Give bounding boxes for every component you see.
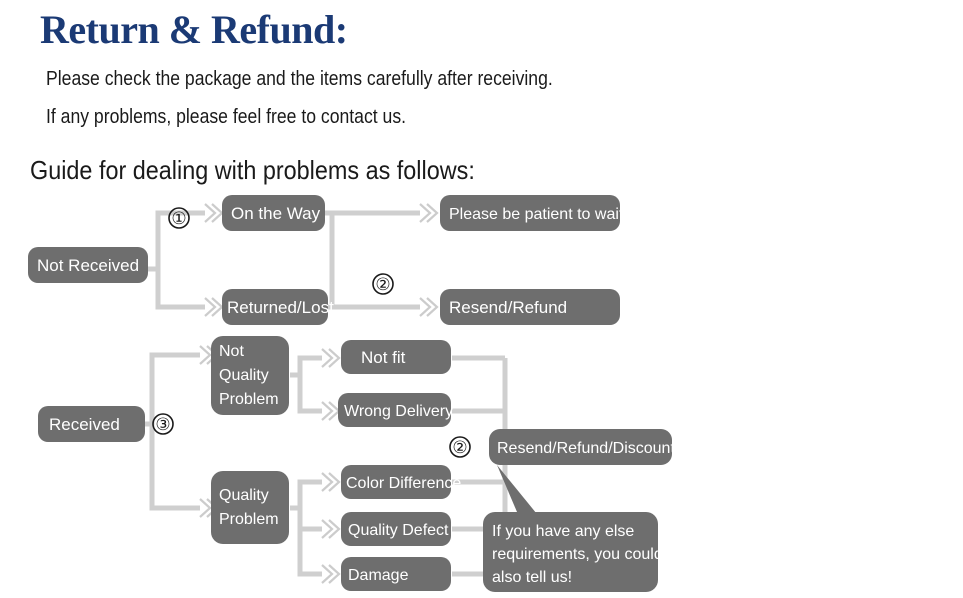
node-not-received-label: Not Received <box>37 256 139 275</box>
arrowhead-ontheway <box>204 203 224 223</box>
arrowhead-notfit <box>321 348 341 368</box>
node-please-be-patient-label: Please be patient to wait <box>449 206 624 223</box>
node-quality-problem-line2: Problem <box>219 511 279 528</box>
callout-bubble: If you have any else requirements, you c… <box>483 465 663 592</box>
node-resend-refund-discount-label: Resend/Refund/Discount <box>497 440 675 457</box>
intro-line-1: Please check the package and the items c… <box>46 68 553 90</box>
node-received-label: Received <box>49 415 120 434</box>
node-not-quality-problem[interactable]: Not Quality Problem <box>211 336 289 415</box>
node-please-be-patient[interactable]: Please be patient to wait <box>440 195 624 231</box>
connector-notquality-notfit <box>290 355 322 378</box>
arrowhead-returnedlost <box>204 297 224 317</box>
arrowhead-wrongdelivery <box>321 401 341 421</box>
callout-line-1: If you have any else <box>492 523 634 540</box>
callout-line-3: also tell us! <box>492 569 572 586</box>
node-wrong-delivery[interactable]: Wrong Delivery <box>338 393 453 427</box>
node-color-difference[interactable]: Color Difference <box>341 465 461 499</box>
arrowhead-qualitydefect <box>321 519 341 539</box>
connector-quality-damage <box>297 529 322 577</box>
node-not-quality-problem-line1: Not <box>219 343 244 360</box>
step-marker-two-top: ② <box>372 273 394 295</box>
connector-quality-qualitydefect <box>297 508 322 532</box>
step-marker-two-right-label: ② <box>452 438 467 457</box>
node-not-quality-problem-line2: Quality <box>219 367 269 384</box>
node-wrong-delivery-label: Wrong Delivery <box>344 403 453 420</box>
node-returned-lost-label: Returned/Lost <box>227 298 334 317</box>
node-resend-refund[interactable]: Resend/Refund <box>440 289 620 325</box>
node-on-the-way-label: On the Way <box>231 204 321 223</box>
node-not-received[interactable]: Not Received <box>28 247 148 283</box>
node-received[interactable]: Received <box>38 406 145 442</box>
step-marker-one-label: ① <box>171 209 186 228</box>
step-marker-three: ③ <box>152 413 174 435</box>
node-color-difference-label: Color Difference <box>346 475 461 492</box>
node-not-fit-label: Not fit <box>361 348 406 367</box>
callout-line-2: requirements, you could <box>492 546 663 563</box>
node-not-fit[interactable]: Not fit <box>341 340 451 374</box>
arrowhead-colordifference <box>321 472 341 492</box>
problem-flowchart: Not Received On the Way Returned/Lost Pl… <box>28 195 675 592</box>
node-damage[interactable]: Damage <box>341 557 451 591</box>
node-quality-defect[interactable]: Quality Defect <box>341 512 451 546</box>
connector-notreceived-returnedlost <box>155 269 205 310</box>
guide-heading: Guide for dealing with problems as follo… <box>30 155 475 185</box>
connector-received-quality <box>149 424 200 511</box>
step-marker-two-top-label: ② <box>375 275 390 294</box>
connector-notquality-wrongdelivery <box>297 375 322 414</box>
node-quality-problem[interactable]: Quality Problem <box>211 471 289 544</box>
connector-notreceived-ontheway <box>148 210 205 272</box>
node-returned-lost[interactable]: Returned/Lost <box>222 289 334 325</box>
node-damage-label: Damage <box>348 567 409 584</box>
arrowhead-resendrefund <box>419 297 439 317</box>
arrowhead-pleasewait <box>419 203 439 223</box>
connector-quality-colordifference <box>290 479 322 511</box>
step-marker-two-right: ② <box>449 436 471 458</box>
page-title: Return & Refund: <box>40 7 348 52</box>
node-resend-refund-label: Resend/Refund <box>449 298 567 317</box>
arrowhead-damage <box>321 564 341 584</box>
node-resend-refund-discount[interactable]: Resend/Refund/Discount <box>489 429 675 465</box>
node-quality-defect-label: Quality Defect <box>348 522 449 539</box>
step-marker-three-label: ③ <box>155 415 170 434</box>
step-marker-one: ① <box>168 207 190 229</box>
node-on-the-way[interactable]: On the Way <box>222 195 325 231</box>
intro-line-2: If any problems, please feel free to con… <box>46 106 407 128</box>
node-not-quality-problem-line3: Problem <box>219 391 279 408</box>
node-quality-problem-line1: Quality <box>219 487 269 504</box>
connector-received-notquality <box>145 352 200 427</box>
